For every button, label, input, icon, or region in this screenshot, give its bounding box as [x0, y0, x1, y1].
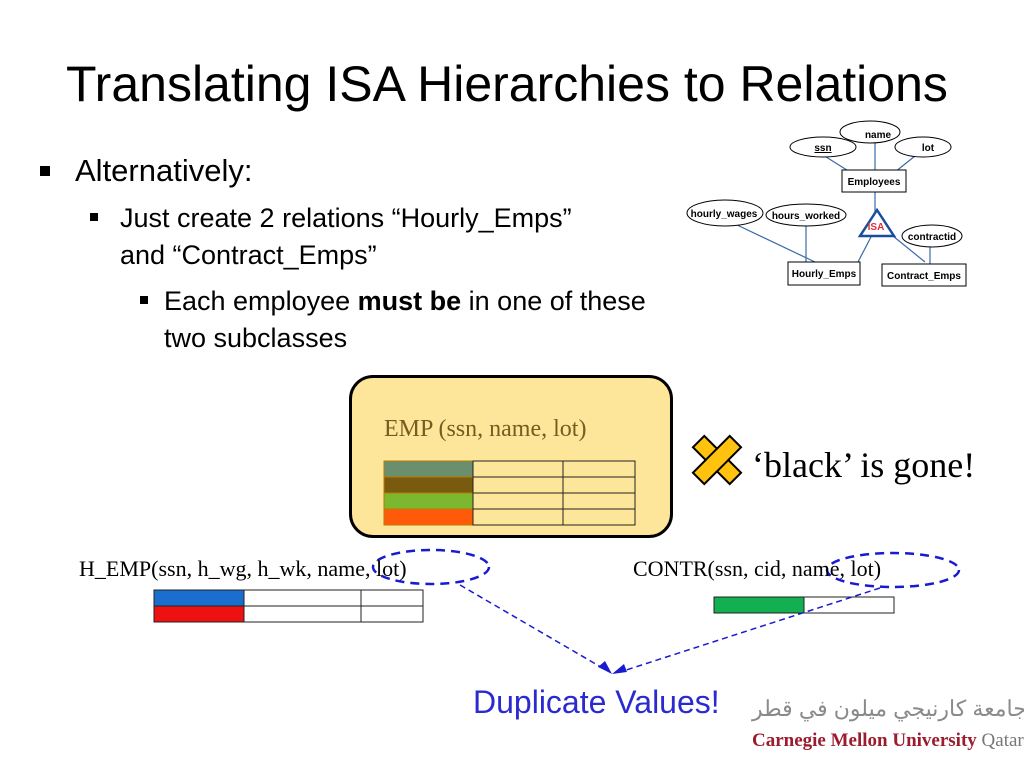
contr-table-grid — [713, 596, 895, 614]
h-emp-table-grid — [153, 589, 424, 623]
entity-hourly-label: Hourly_Emps — [792, 269, 857, 280]
isa-label: ISA — [868, 222, 885, 233]
h-emp-table-cell — [153, 605, 245, 623]
bullet-text: Each employee must be in one of these tw… — [164, 283, 646, 357]
slide-title: Translating ISA Hierarchies to Relations — [66, 56, 948, 112]
contr-table-cell — [803, 596, 895, 614]
cmu-qatar-logo: Carnegie Mellon University Qatar — [752, 730, 1024, 752]
bullet-square-icon — [140, 296, 148, 304]
h-emp-table-cell — [153, 589, 245, 607]
h-emp-table-cell — [360, 589, 424, 607]
bullet-text-post: in one of these — [461, 286, 646, 316]
emp-table-label: EMP (ssn, name, lot) — [384, 416, 587, 442]
bullet-text-pre: Each employee — [164, 286, 358, 316]
bullet-text-bold: must be — [357, 286, 462, 316]
arrow-left-head-icon — [598, 661, 612, 674]
h-emp-table-cell — [360, 605, 424, 623]
contr-label: CONTR(ssn, cid, name, lot) — [633, 556, 882, 581]
attr-hours-worked-oval — [765, 203, 847, 227]
cmu-qatar-logo-arabic: جامعة كارنيجي ميلون في قطر — [752, 696, 1024, 721]
entity-hourly-box — [787, 261, 861, 286]
x-mark-bar — [691, 434, 743, 486]
arrow-right-head-icon — [612, 664, 627, 674]
attr-contractid-oval — [901, 224, 963, 248]
x-mark-center — [707, 450, 727, 470]
attr-hourly-wages-oval — [686, 199, 764, 227]
arrow-left-dashed — [459, 584, 607, 671]
bullet-square-icon — [40, 166, 50, 176]
attr-lot-label: lot — [922, 143, 935, 154]
bullet-line: Just create 2 relations “Hourly_Emps” — [120, 203, 572, 233]
attr-ssn-oval — [789, 136, 857, 158]
bullet-line: and “Contract_Emps” — [120, 240, 377, 270]
arrow-right-dashed — [619, 587, 881, 673]
bullet-line: two subclasses — [164, 323, 348, 353]
attr-lot-oval — [894, 136, 952, 158]
bullet-line: Each employee must be in one of these — [164, 283, 646, 320]
isa-triangle — [857, 207, 897, 238]
attr-ssn-label: ssn — [814, 143, 831, 154]
attr-name-oval — [839, 120, 901, 144]
entity-employees-box — [841, 169, 907, 193]
x-mark-bar — [691, 434, 743, 486]
attr-name-label: name — [865, 130, 892, 141]
h-emp-table-cell — [243, 589, 362, 607]
logo-english: Carnegie Mellon University — [752, 730, 977, 751]
entity-contract-label: Contract_Emps — [887, 271, 961, 282]
black-is-gone-text: ‘black’ is gone! — [752, 445, 976, 485]
attr-hours-worked-label: hours_worked — [772, 211, 840, 222]
entity-employees-label: Employees — [848, 177, 901, 188]
logo-qatar: Qatar — [981, 730, 1024, 751]
duplicate-values-text: Duplicate Values! — [473, 684, 720, 720]
attr-contractid-label: contractid — [908, 232, 956, 243]
entity-contract-box — [881, 263, 967, 287]
contr-table-cell — [713, 596, 805, 614]
emp-table-card — [349, 375, 673, 538]
h-emp-table-cell — [243, 605, 362, 623]
bullet-square-icon — [90, 213, 98, 221]
x-mark-icon — [691, 434, 743, 486]
bullet-text: Just create 2 relations “Hourly_Emps” an… — [120, 200, 572, 274]
attr-hourly-wages-label: hourly_wages — [691, 209, 758, 220]
bullet-text: Alternatively: — [75, 153, 253, 188]
h-emp-label: H_EMP(ssn, h_wg, h_wk, name, lot) — [79, 556, 407, 581]
